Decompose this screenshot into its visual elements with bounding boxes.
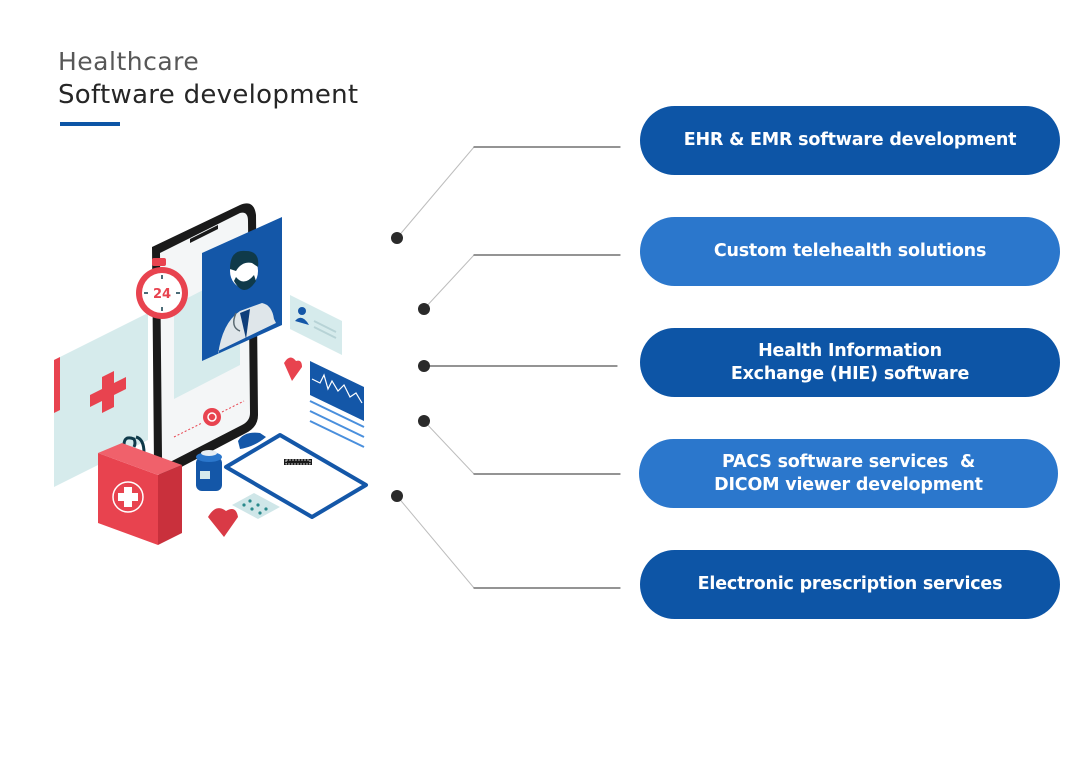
clipboard-icon: [224, 432, 368, 519]
connector-dot-4: [418, 415, 430, 427]
title-underline: [60, 122, 120, 126]
service-label: Custom telehealth solutions: [713, 241, 987, 261]
service-label: PACS software services & DICOM viewer de…: [714, 451, 983, 495]
pill-bottle-icon: [196, 450, 222, 491]
connector-dot-3: [418, 360, 430, 372]
doctor-icon: [202, 217, 282, 361]
connector-1: [396, 146, 621, 239]
title-light: Healthcare: [58, 47, 200, 76]
connector-5: [396, 495, 621, 589]
service-label: EHR & EMR software development: [683, 130, 1017, 150]
call-button-icon: [203, 408, 221, 426]
service-pill-telehealth[interactable]: Custom telehealth solutions: [640, 217, 1060, 286]
connector-dot-1: [391, 232, 403, 244]
heart-icon: [284, 357, 302, 381]
heart-icon: [208, 508, 238, 537]
telemedicine-illustration: 24: [54, 203, 368, 545]
ecg-report-icon: [309, 361, 365, 448]
service-pill-e-prescription[interactable]: Electronic prescription services: [640, 550, 1060, 619]
service-pill-hie[interactable]: Health Information Exchange (HIE) softwa…: [640, 328, 1060, 397]
first-aid-kit-icon: [98, 435, 182, 545]
service-pill-pacs-dicom[interactable]: PACS software services & DICOM viewer de…: [639, 439, 1058, 508]
connector-dot-5: [391, 490, 403, 502]
service-pill-ehr-emr[interactable]: EHR & EMR software development: [640, 106, 1060, 175]
profile-card-icon: [290, 295, 342, 355]
pill-blister-icon: [232, 493, 280, 519]
connector-4: [423, 420, 621, 475]
clock-24-icon: 24: [136, 258, 188, 319]
connector-dot-2: [418, 303, 430, 315]
page-title: Software development: [58, 80, 359, 110]
clock-label: 24: [153, 287, 171, 302]
connector-2: [423, 254, 621, 310]
service-label: Health Information Exchange (HIE) softwa…: [730, 340, 970, 384]
service-label: Electronic prescription services: [697, 574, 1003, 594]
